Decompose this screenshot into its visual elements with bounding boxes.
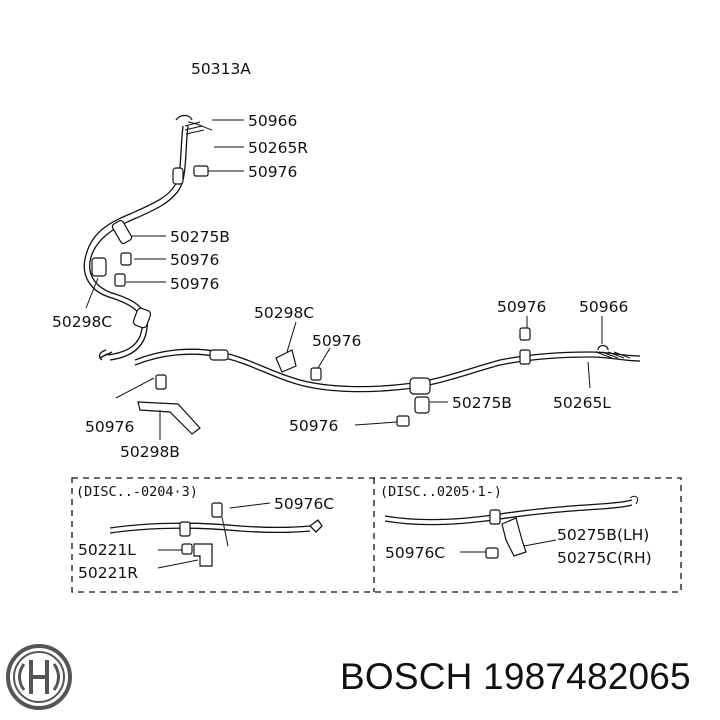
inset-right-note: (DISC..0205·1-) <box>380 484 502 500</box>
inset-frame <box>71 477 682 593</box>
inset-left-note: (DISC..-0204·3) <box>76 484 198 500</box>
label-50221L: 50221L <box>78 541 136 559</box>
label-50976-c: 50976 <box>170 275 219 293</box>
brand-part-number: BOSCH 1987482065 <box>340 656 691 697</box>
label-50313A: 50313A <box>191 60 251 78</box>
brand-footer: BOSCH 1987482065 <box>0 628 720 720</box>
label-50966-right: 50966 <box>579 298 628 316</box>
inset-right: (DISC..0205·1-) 50976C 50275B(LH) 50275C… <box>380 484 652 567</box>
label-50976-e: 50976 <box>497 298 546 316</box>
label-50221R: 50221R <box>78 564 138 582</box>
label-50976-g: 50976 <box>85 418 134 436</box>
label-50275B-LH: 50275B(LH) <box>557 526 649 544</box>
label-50265L: 50265L <box>553 394 611 412</box>
label-50976C-left: 50976C <box>274 495 334 513</box>
label-50298C-mid: 50298C <box>254 304 314 322</box>
label-50298B: 50298B <box>120 443 180 461</box>
label-50275B-top: 50275B <box>170 228 230 246</box>
cable-50265R <box>83 114 226 361</box>
label-50976-b: 50976 <box>170 251 219 269</box>
label-50976-d: 50976 <box>312 332 361 350</box>
label-50265R: 50265R <box>248 139 308 157</box>
inset-left: (DISC..-0204·3) 50976C 50221L 50221R <box>76 484 334 582</box>
label-50976C-right: 50976C <box>385 544 445 562</box>
label-50966-top: 50966 <box>248 112 297 130</box>
cable-50265L <box>134 327 641 435</box>
label-50298C-left: 50298C <box>52 313 112 331</box>
label-50275B-mid: 50275B <box>452 394 512 412</box>
label-50976-f: 50976 <box>289 417 338 435</box>
label-50976-a: 50976 <box>248 163 297 181</box>
leader-lines <box>85 119 603 440</box>
bosch-armature-logo-icon <box>6 644 72 710</box>
label-50275C-RH: 50275C(RH) <box>557 549 652 567</box>
